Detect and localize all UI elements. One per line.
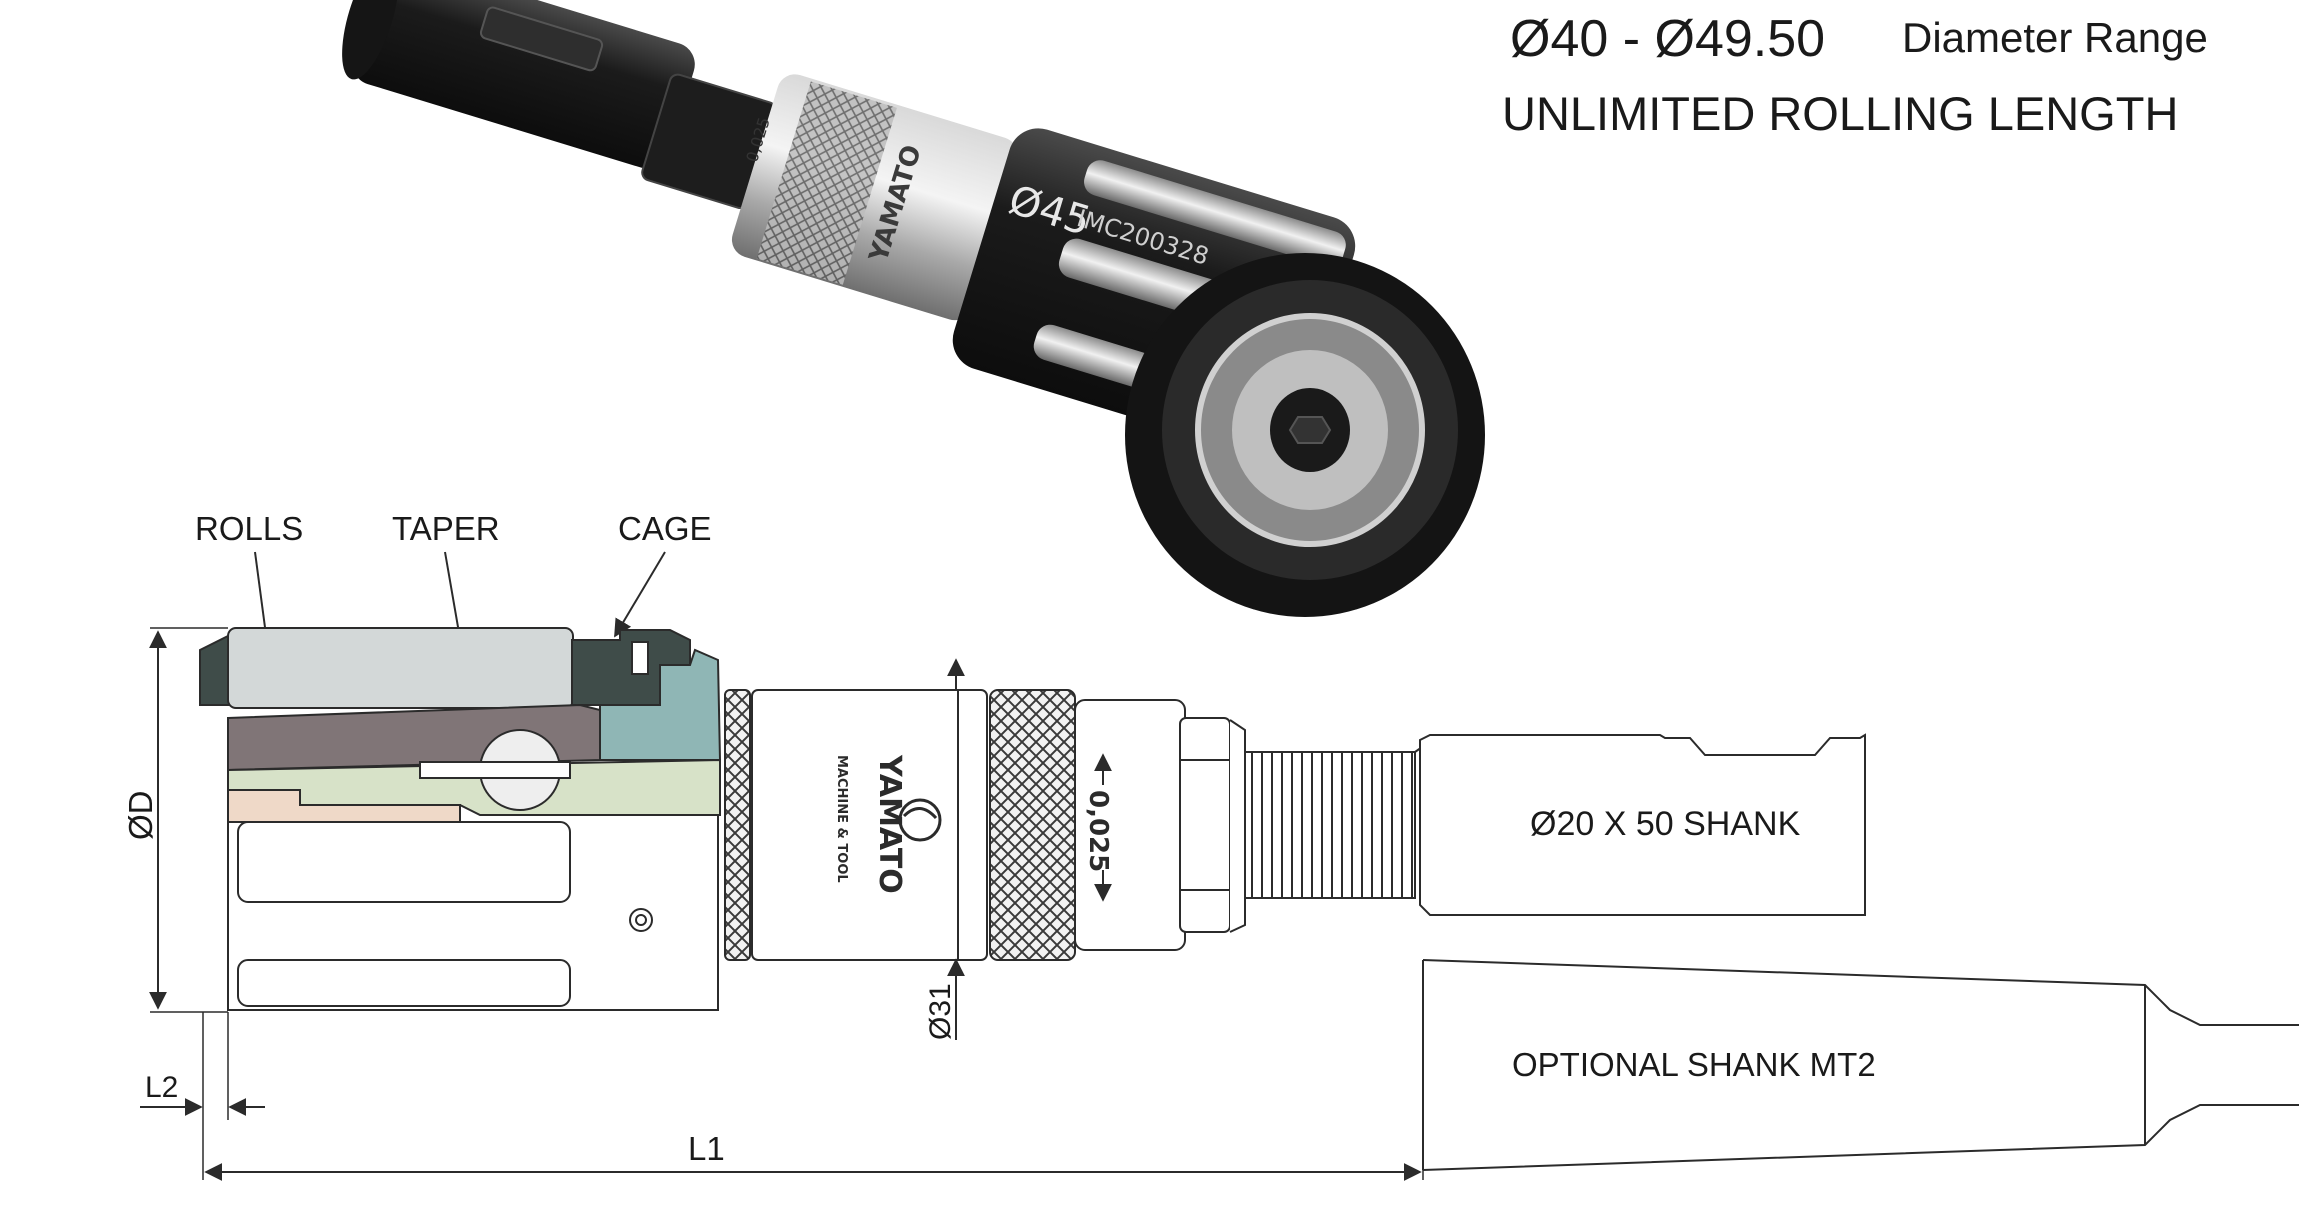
diameter-range-label: Diameter Range xyxy=(1902,14,2208,61)
l1-label: L1 xyxy=(688,1130,725,1167)
rolling-length-label: UNLIMITED ROLLING LENGTH xyxy=(1502,87,2178,140)
tool-render: YAMATO 0,025 Ø45 IMC200328 xyxy=(342,0,1356,458)
collar-diameter-label: Ø31 xyxy=(924,983,957,1040)
render-body: YAMATO 0,025 xyxy=(731,74,1018,321)
optional-shank: OPTIONAL SHANK MT2 xyxy=(1422,959,2299,1171)
cage-callout-label: CAGE xyxy=(618,510,712,547)
render-shank xyxy=(342,0,695,169)
cage-leader-line xyxy=(614,551,666,638)
brand-sub-label: MACHINE & TOOL xyxy=(834,755,849,883)
rolls-callout-label: ROLLS xyxy=(195,510,303,547)
roll-head-section xyxy=(199,627,722,1011)
l2-label: L2 xyxy=(145,1071,178,1104)
taper-callout-label: TAPER xyxy=(392,510,500,547)
standard-shank: Ø20 X 50 SHANK xyxy=(1419,733,1866,916)
diameter-dimension: ØD xyxy=(122,627,228,1013)
collar-dimension: Ø31 xyxy=(924,658,965,1040)
render-front-face xyxy=(1125,253,1485,617)
l2-dimension: L2 xyxy=(140,1012,265,1180)
diameter-label: ØD xyxy=(122,791,159,841)
optional-shank-label: OPTIONAL SHANK MT2 xyxy=(1512,1046,1876,1083)
diameter-range-value: Ø40 - Ø49.50 xyxy=(1510,10,1825,68)
adjust-scale-label: 0,025 xyxy=(1083,790,1113,872)
scale-ring: 0,025 xyxy=(1074,699,1186,951)
thread xyxy=(1244,751,1416,899)
hex-nut xyxy=(1179,717,1246,933)
standard-shank-label: Ø20 X 50 SHANK xyxy=(1530,805,1801,843)
l1-dimension: L1 xyxy=(204,1130,1424,1181)
knurled-collar xyxy=(989,689,1076,961)
brand-logo-icon xyxy=(898,798,942,842)
adjust-ring xyxy=(724,689,751,961)
adjuster-body: YAMATO MACHINE & TOOL xyxy=(751,689,988,961)
